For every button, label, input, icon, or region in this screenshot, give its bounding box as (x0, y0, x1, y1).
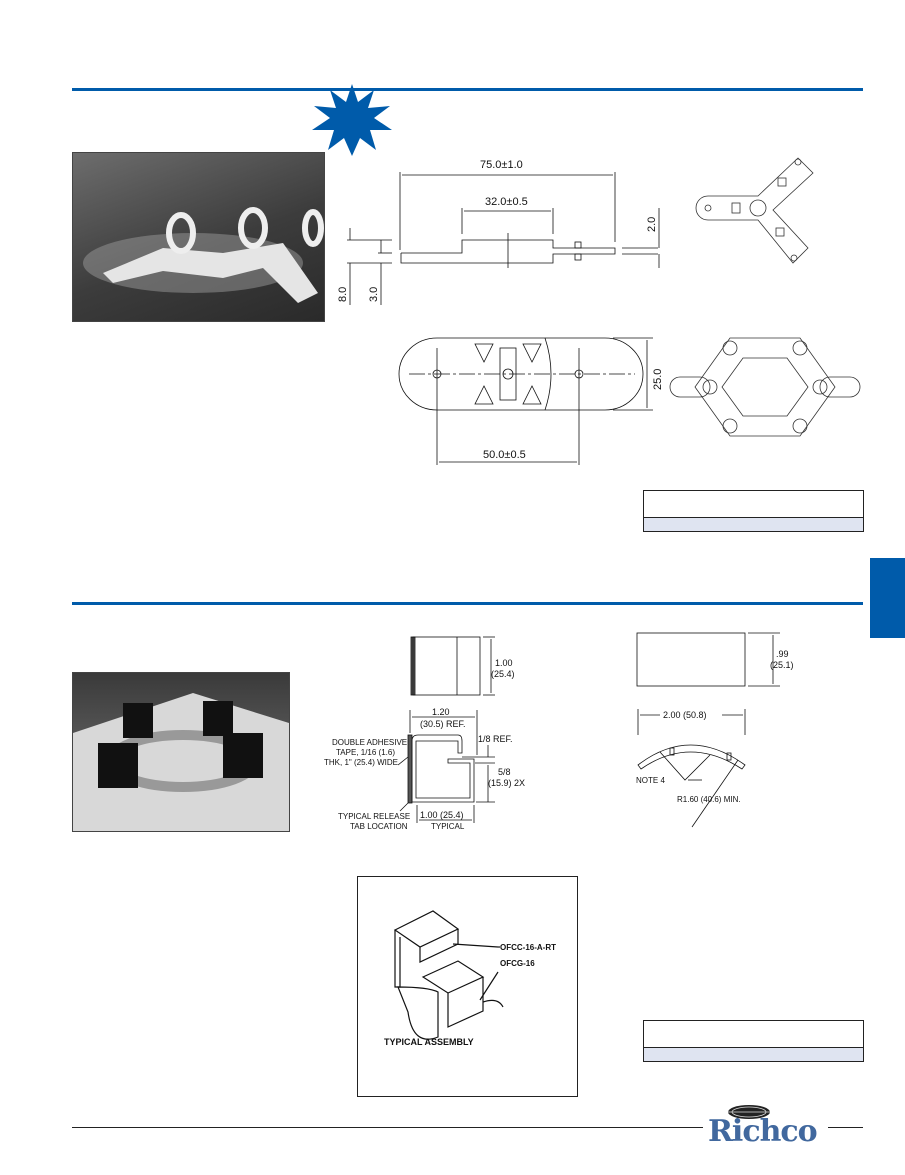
spec-table-header (644, 1021, 863, 1048)
photo-content (83, 207, 324, 303)
section-side-tab[interactable] (870, 558, 905, 638)
dim-guide-height-mm: (25.1) (770, 660, 794, 670)
dim-step-length: 32.0±0.5 (485, 196, 528, 208)
assembly-part-a-label: OFCC-16-A-RT (500, 943, 556, 952)
assembly-caption: TYPICAL ASSEMBLY (384, 1037, 474, 1047)
dim-lip: 5/8 (498, 767, 511, 777)
typical-assembly-figure: OFCC-16-A-RT OFCG-16 TYPICAL ASSEMBLY (357, 876, 578, 1097)
product-photo-fiber-clip (72, 672, 290, 832)
dim-hole-spacing: 50.0±0.5 (483, 449, 526, 461)
guide-note: NOTE 4 (636, 776, 665, 785)
dim-guide-width: 2.00 (50.8) (663, 710, 707, 720)
dim-width: 25.0 (652, 369, 664, 390)
dim-tab-thickness: 2.0 (646, 217, 658, 232)
photo-content (73, 693, 289, 831)
globe-icon (728, 1105, 770, 1119)
dim-clip-height-mm: (25.4) (491, 669, 515, 679)
section-divider-top (72, 88, 863, 91)
dim-gap-ref: 1/8 REF. (478, 734, 513, 744)
release-tab-line2: TAB LOCATION (350, 822, 408, 831)
spec-table-row (644, 1048, 863, 1061)
dim-guide-height: .99 (776, 649, 789, 659)
spec-table-row (644, 518, 863, 531)
dim-clip-width: 1.20 (432, 707, 450, 717)
release-tab-line1: TYPICAL RELEASE (338, 812, 410, 821)
dim-height: 8.0 (337, 287, 349, 302)
footer-rule-right (828, 1127, 863, 1128)
spec-table-2 (643, 1020, 864, 1062)
tape-note-line2: TAPE, 1/16 (1.6) (336, 748, 395, 757)
richco-logo: Richco (708, 1104, 826, 1152)
dim-clip-height: 1.00 (495, 658, 513, 668)
dim-clip-base: 1.00 (25.4) (420, 810, 464, 820)
dim-overall-length: 75.0±1.0 (480, 159, 523, 171)
side-view-drawing: 75.0±1.0 32.0±0.5 2.0 8.0 3.0 (337, 159, 660, 305)
top-view-drawing: 25.0 50.0±0.5 (398, 337, 664, 465)
spec-table-header (644, 491, 863, 518)
dim-guide-radius: R1.60 (40.6) MIN. (677, 795, 741, 804)
product-photo-mounting-base (72, 152, 325, 322)
footer-rule-left (72, 1127, 703, 1128)
tape-note-line1: DOUBLE ADHESIVE (332, 738, 407, 747)
clip-front-view-drawing: 1.00 (25.4) (410, 636, 515, 696)
guide-profile-drawing: 2.00 (50.8) NOTE 4 R1.60 (40.6) MIN. (636, 709, 746, 828)
dim-base-thickness: 3.0 (368, 287, 380, 302)
three-way-assembly-drawing (695, 157, 814, 264)
dim-lip-mm: (15.9) 2X (488, 778, 525, 788)
assembly-part-b-label: OFCG-16 (500, 959, 535, 968)
clip-profile-drawing: 1.20 (30.5) REF. DOUBLE ADHESIVE TAPE, 1… (324, 707, 525, 831)
guide-front-view-drawing: .99 (25.1) (636, 632, 794, 687)
spec-table-1 (643, 490, 864, 532)
section-divider-middle (72, 602, 863, 605)
dim-clip-width-ref: (30.5) REF. (420, 719, 466, 729)
new-starburst-icon (312, 84, 392, 156)
dim-clip-base-note: TYPICAL (431, 822, 465, 831)
tape-note-line3: THK, 1" (25.4) WIDE (324, 758, 398, 767)
richco-logo-text: Richco (708, 1114, 818, 1149)
hexagon-assembly-drawing (669, 337, 861, 437)
assembly-drawing: OFCC-16-A-RT OFCG-16 TYPICAL ASSEMBLY (384, 910, 556, 1047)
